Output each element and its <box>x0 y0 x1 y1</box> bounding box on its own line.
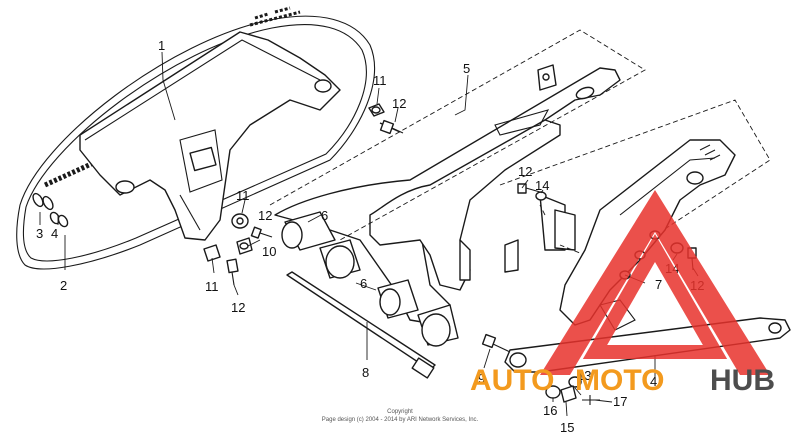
bolt-12-top <box>379 119 404 135</box>
watermark-triangle-icon <box>540 190 770 375</box>
callout-11-low: 11 <box>205 279 219 294</box>
callout-12-top: 12 <box>392 96 406 111</box>
callout-13: 13 <box>577 368 591 383</box>
nut-11-top <box>368 103 385 117</box>
watermark-text-hub: HUB <box>710 364 775 397</box>
chain-joint <box>32 192 69 228</box>
callout-12-right-top: 12 <box>518 164 532 179</box>
watermark-text-auto: AUTO <box>470 364 554 397</box>
chain-case <box>79 31 341 241</box>
bolt-12-low <box>226 258 239 286</box>
callout-10: 10 <box>262 244 276 259</box>
nut-10 <box>236 237 253 255</box>
watermark-text-moto: MOTO <box>575 364 664 397</box>
copyright-line-1: Copyright <box>387 409 413 415</box>
callout-9: 9 <box>478 371 485 386</box>
callout-14-right-top: 14 <box>535 178 549 193</box>
callout-3: 3 <box>36 226 43 241</box>
watermark-text: AUTO MOTO HUB <box>470 364 775 397</box>
washer-11-mid <box>231 213 249 229</box>
callout-15: 15 <box>560 420 574 435</box>
callout-4-small: 4 <box>51 226 58 241</box>
callout-6-upper: 6 <box>321 208 328 223</box>
nut-11-low <box>203 244 221 262</box>
nut-15 <box>560 385 577 403</box>
callout-12-mid: 12 <box>258 208 272 223</box>
callout-5: 5 <box>463 61 470 76</box>
bushing-upper <box>281 211 361 279</box>
bushing-lower <box>377 279 459 347</box>
callout-16: 16 <box>543 403 557 418</box>
callout-1: 1 <box>158 38 165 53</box>
collar-13 <box>568 376 582 388</box>
swingarm <box>274 64 621 326</box>
bolt-12-mid <box>250 226 273 239</box>
copyright-notice: Copyright Page design (c) 2004 - 2014 by… <box>322 409 479 423</box>
bolt-9 <box>481 333 511 353</box>
pivot-bolt <box>286 271 436 379</box>
bolt-12-right-top <box>517 183 541 194</box>
callout-4: 4 <box>650 374 657 389</box>
callout-12-low: 12 <box>231 300 245 315</box>
watermark-logo <box>540 190 770 375</box>
callout-11-mid: 11 <box>236 188 250 203</box>
callout-6-lower: 6 <box>360 276 367 291</box>
callout-8: 8 <box>362 365 369 380</box>
copyright-line-2: Page design (c) 2004 - 2014 by ARI Netwo… <box>322 417 479 423</box>
callout-7: 7 <box>655 277 662 292</box>
callout-2: 2 <box>60 278 67 293</box>
callout-17: 17 <box>613 394 627 409</box>
callout-11-top: 11 <box>373 73 387 88</box>
washer-14-right-top <box>535 191 547 201</box>
